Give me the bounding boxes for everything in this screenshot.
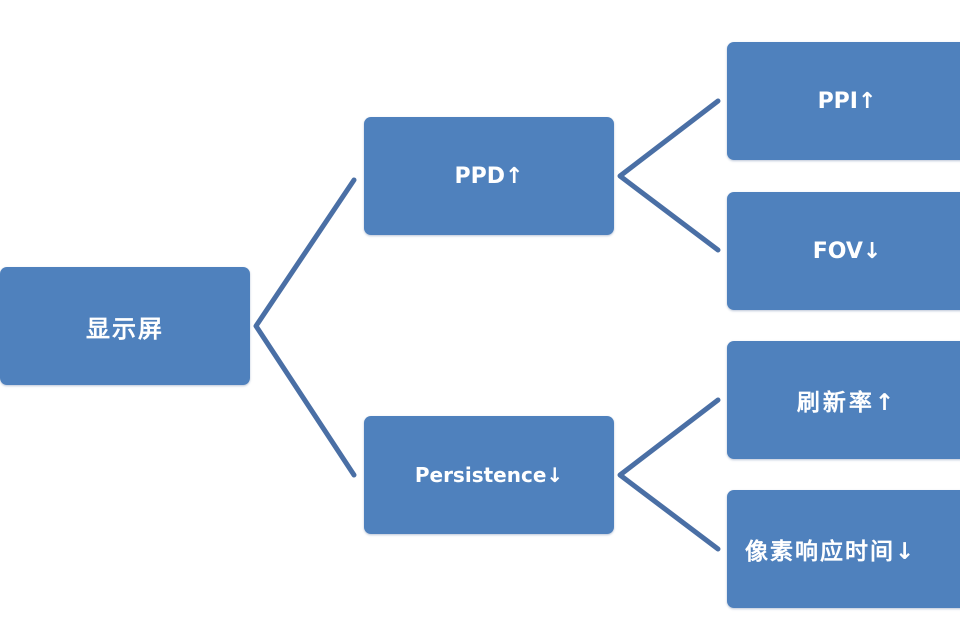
node-label-persistence: Persistence↓ — [414, 463, 564, 487]
node-refresh-rate: 刷新率↑ — [727, 341, 960, 459]
node-response-time: 像素响应时间↓ — [727, 490, 960, 608]
node-label-ppi: PPI↑ — [817, 88, 877, 114]
connector-ppd-branches — [617, 98, 721, 253]
node-label-refresh-rate: 刷新率↑ — [796, 390, 898, 416]
node-label-fov: FOV↓ — [812, 238, 882, 264]
node-display-screen: 显示屏 — [0, 267, 250, 385]
node-ppi: PPI↑ — [727, 42, 960, 160]
connector-persistence-branches — [617, 397, 721, 552]
node-persistence: Persistence↓ — [364, 416, 614, 534]
connector-root-branches — [253, 177, 357, 478]
node-label-response-time: 像素响应时间↓ — [745, 539, 917, 565]
node-label-ppd: PPD↑ — [454, 163, 524, 189]
node-label-display-screen: 显示屏 — [86, 314, 164, 343]
connector-group — [253, 98, 721, 552]
node-fov: FOV↓ — [727, 192, 960, 310]
node-ppd: PPD↑ — [364, 117, 614, 235]
